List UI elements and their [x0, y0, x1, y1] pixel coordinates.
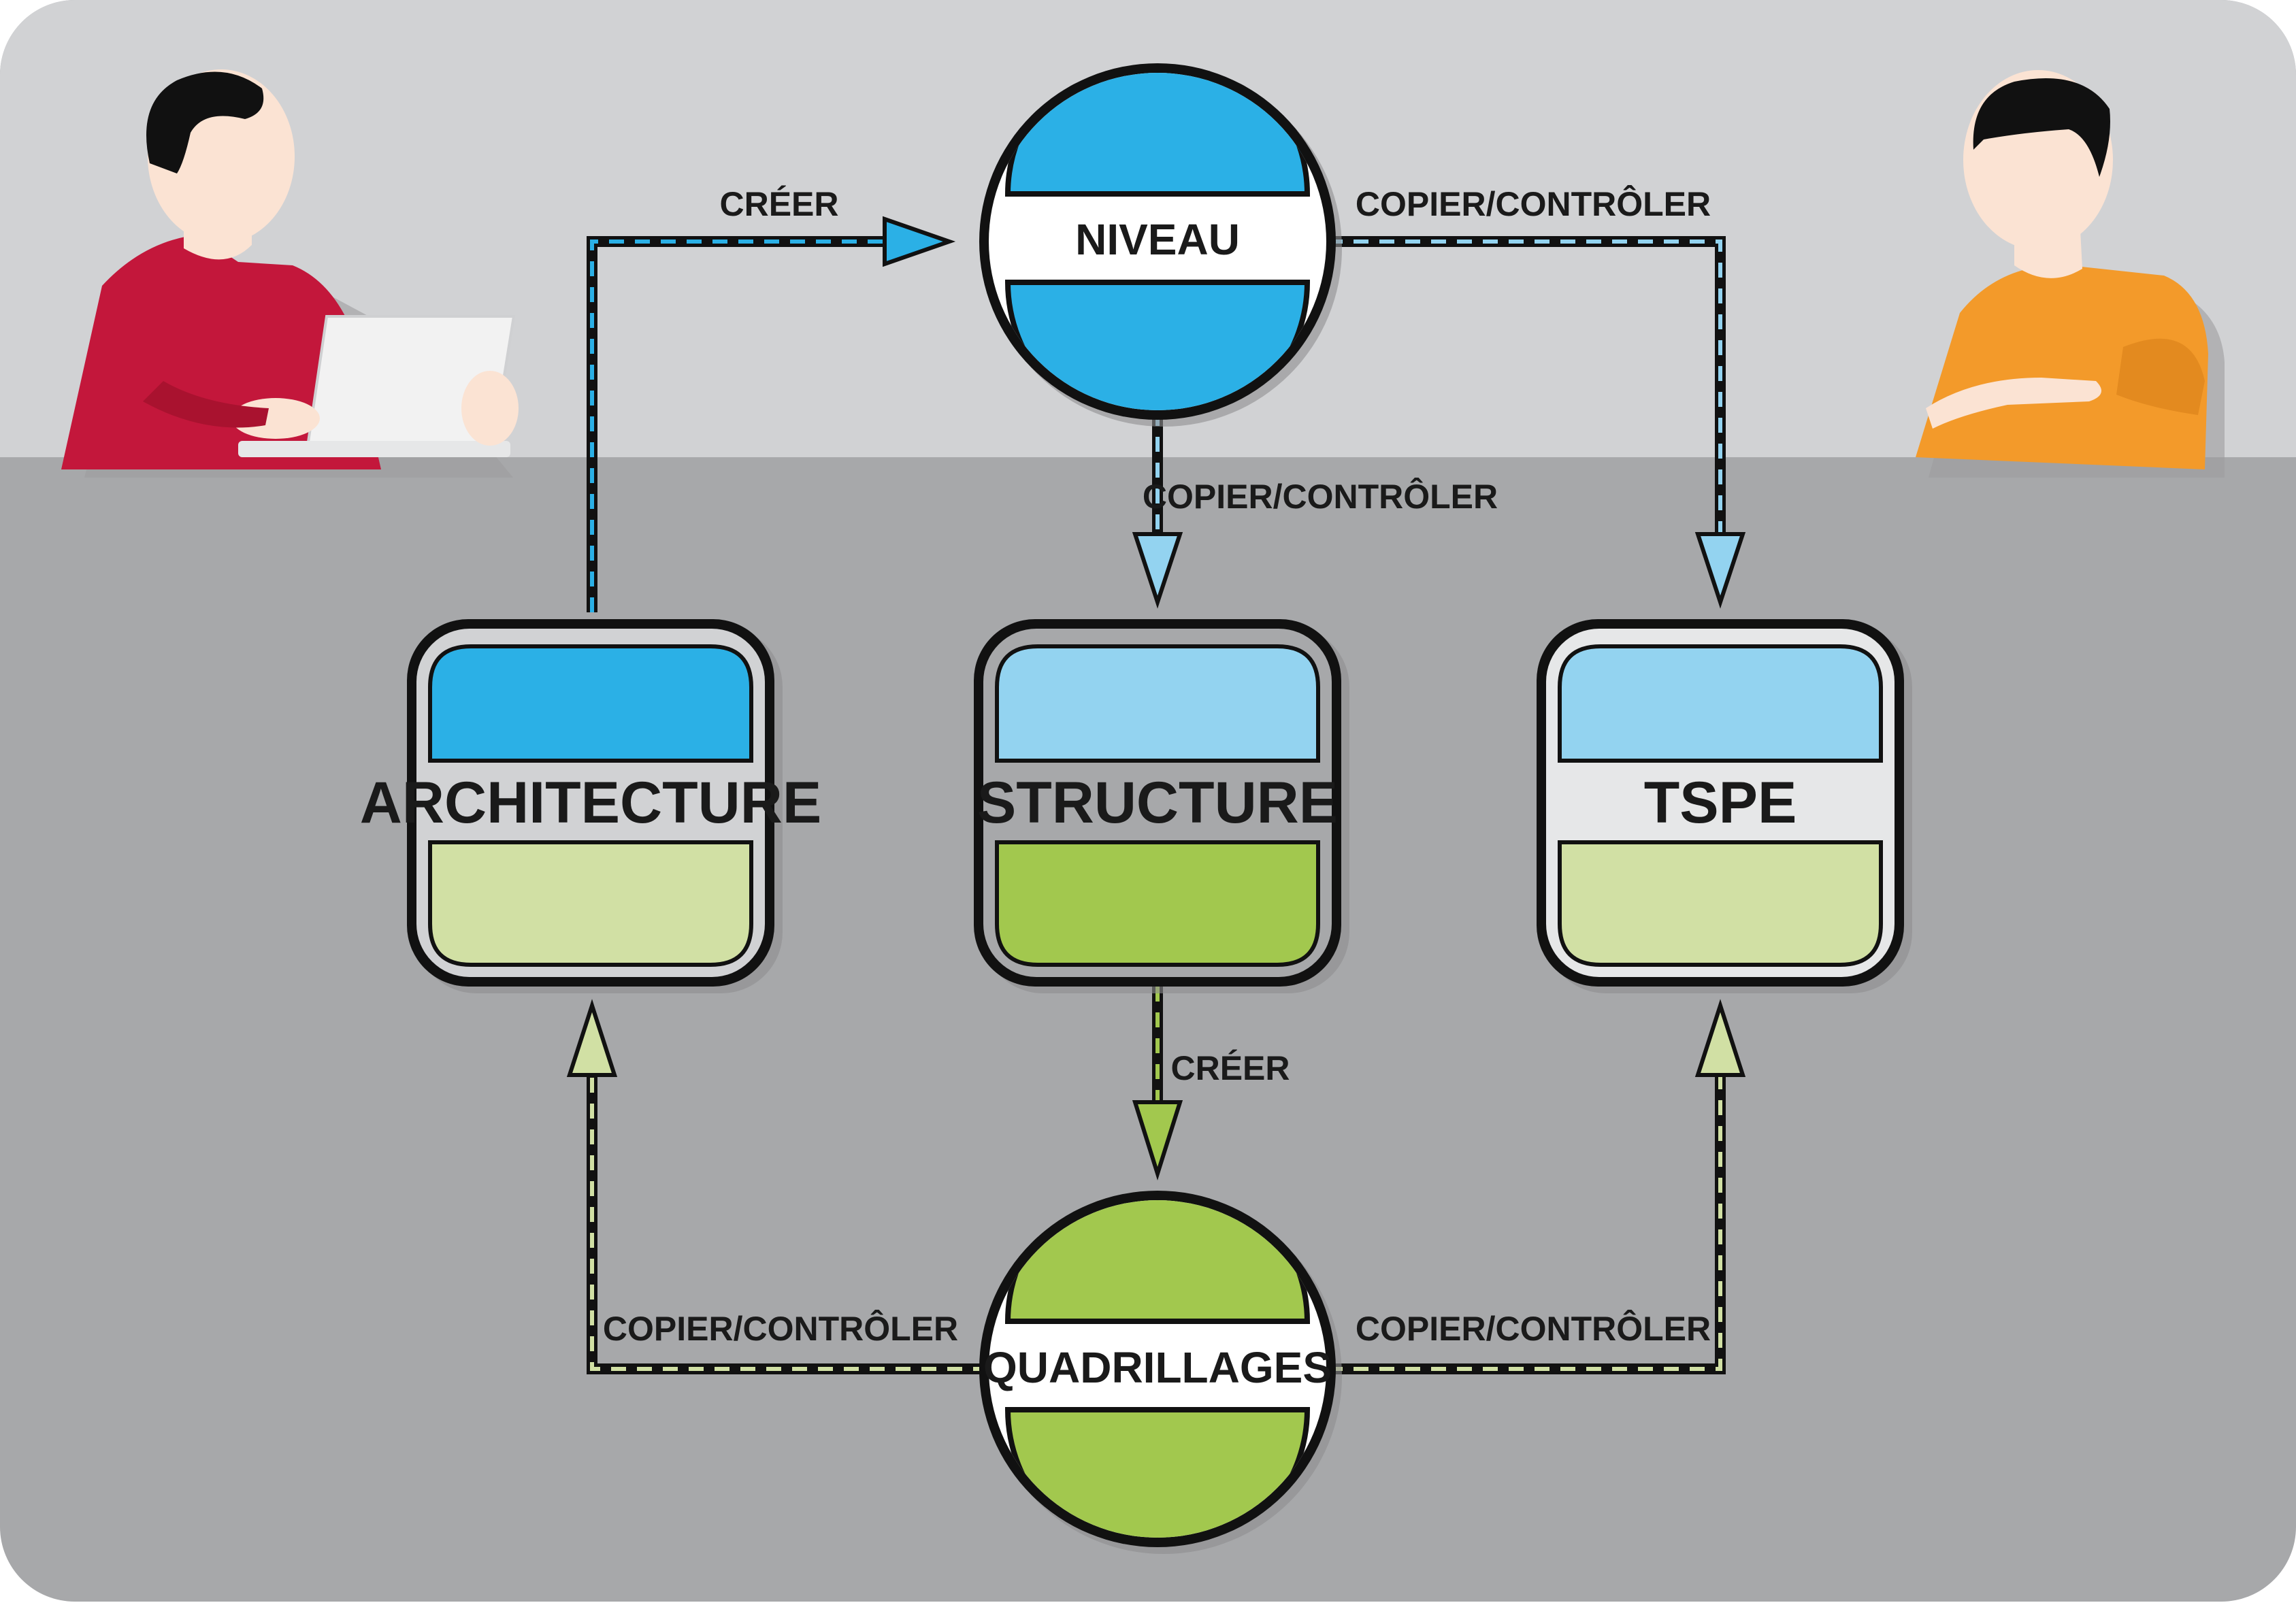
node-structure[interactable]: STRUCTURE: [974, 619, 1349, 993]
edge-label-niveau-tspe: COPIER/CONTRÔLER: [1356, 184, 1711, 223]
edge-label-structure-quadrillages: CRÉER: [1170, 1049, 1290, 1087]
orange-shirt-shape: [1916, 265, 2208, 469]
arrow-to-tspe-bottom: [1694, 999, 1746, 1077]
node-niveau[interactable]: NIVEAU: [979, 44, 1342, 432]
arrow-to-quadrillages: [1132, 1100, 1183, 1181]
edge-label-arch-niveau: CRÉER: [719, 185, 838, 223]
node-label-structure: STRUCTURE: [977, 770, 1338, 835]
hair-right: [1973, 78, 2110, 177]
node-architecture[interactable]: ARCHITECTURE: [360, 619, 821, 993]
person-left-illustration: [61, 69, 519, 478]
arrow-to-structure: [1132, 532, 1183, 609]
node-tspe[interactable]: TSPE: [1537, 619, 1912, 993]
arrow-to-architecture: [566, 999, 618, 1077]
edge-label-quadrillages-arch: COPIER/CONTRÔLER: [603, 1309, 958, 1348]
node-quadrillages[interactable]: QUADRILLAGES: [979, 1172, 1342, 1559]
arrow-to-niveau: [883, 216, 956, 267]
edge-label-quadrillages-tspe: COPIER/CONTRÔLER: [1356, 1309, 1711, 1348]
node-label-quadrillages: QUADRILLAGES: [983, 1343, 1332, 1392]
person-right-illustration: [1916, 70, 2225, 478]
arrow-to-tspe: [1694, 532, 1746, 609]
node-label-architecture: ARCHITECTURE: [360, 770, 821, 835]
edge-labels: CRÉER COPIER/CONTRÔLER COPIER/CONTRÔLER …: [603, 184, 1711, 1348]
edge-label-niveau-structure: COPIER/CONTRÔLER: [1143, 477, 1498, 516]
connectors: [566, 216, 1746, 1374]
node-label-tspe: TSPE: [1644, 770, 1797, 835]
node-label-niveau: NIVEAU: [1075, 215, 1240, 264]
hair-left: [146, 71, 264, 173]
